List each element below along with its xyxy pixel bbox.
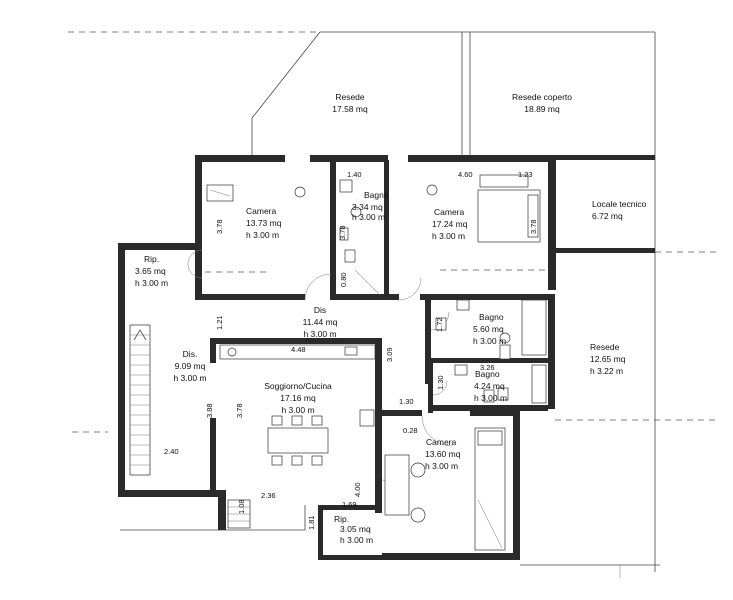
exterior-lines bbox=[68, 31, 720, 578]
room-name: Rip. bbox=[334, 514, 349, 524]
room-name: Resede bbox=[335, 92, 365, 102]
room-area: 11.44 mq bbox=[303, 317, 338, 327]
room-height: h 3.00 m bbox=[473, 336, 506, 346]
walls bbox=[118, 155, 655, 560]
room-area: 5.60 mq bbox=[473, 324, 504, 334]
room-name: Bagno bbox=[364, 190, 389, 200]
room-area: 3.05 mq bbox=[340, 524, 371, 534]
room-name: Rip. bbox=[144, 254, 159, 264]
dimension: 3.78 bbox=[529, 219, 538, 234]
dimension: 2.36 bbox=[261, 491, 276, 500]
staircase bbox=[129, 324, 251, 529]
dimension: 2.40 bbox=[164, 447, 179, 456]
room-area: 17.16 mq bbox=[280, 393, 316, 403]
room-name: Camera bbox=[426, 437, 457, 447]
room-area: 6.72 mq bbox=[592, 211, 623, 221]
room-name: Dis. bbox=[183, 349, 198, 359]
room-height: h 3.00 m bbox=[281, 405, 314, 415]
room-area: 9.09 mq bbox=[175, 361, 206, 371]
room-area: 18.89 mq bbox=[524, 104, 560, 114]
dimension: 4.00 bbox=[353, 482, 362, 497]
room-name: Soggiorno/Cucina bbox=[264, 381, 332, 391]
room-height: h 3.22 m bbox=[590, 366, 623, 376]
dimension: 1.69 bbox=[342, 500, 357, 509]
room-area: 17.58 mq bbox=[332, 104, 368, 114]
room-name: Camera bbox=[434, 207, 465, 217]
room-area: 3.65 mq bbox=[135, 266, 166, 276]
room-height: h 3.00 m bbox=[135, 278, 168, 288]
furniture bbox=[205, 174, 548, 551]
dimension: 3.88 bbox=[205, 403, 214, 418]
dimension-labels: 1.40 4.60 1.23 3.78 3.78 3.78 0.80 1.21 … bbox=[164, 170, 538, 530]
dimension: 3.09 bbox=[385, 347, 394, 362]
dimension: 0.28 bbox=[403, 426, 418, 435]
dimension: 1.72 bbox=[435, 317, 444, 332]
room-name: Resede coperto bbox=[512, 92, 572, 102]
dimension: 1.30 bbox=[436, 375, 445, 390]
room-height: h 3.00 m bbox=[432, 231, 465, 241]
dimension: 1.23 bbox=[518, 170, 533, 179]
room-labels: Resede 17.58 mq Resede coperto 18.89 mq … bbox=[135, 92, 647, 545]
dimension: 4.48 bbox=[291, 345, 306, 354]
room-height: h 3.00 m bbox=[303, 329, 336, 339]
dimension: 1.30 bbox=[399, 397, 414, 406]
dimension: 1.81 bbox=[307, 515, 316, 530]
room-area: 3.34 mq bbox=[352, 202, 383, 212]
dimension: 3.78 bbox=[235, 403, 244, 418]
room-name: Camera bbox=[246, 206, 277, 216]
dimension: 3.78 bbox=[338, 225, 347, 240]
room-name: Bagno bbox=[475, 369, 500, 379]
room-name: Resede bbox=[590, 342, 620, 352]
dimension: 3.78 bbox=[215, 219, 224, 234]
room-name: Bagno bbox=[479, 312, 504, 322]
room-area: 13.73 mq bbox=[246, 218, 282, 228]
room-area: 12.65 mq bbox=[590, 354, 626, 364]
dimension: 0.80 bbox=[339, 272, 348, 287]
room-height: h 3.00 m bbox=[340, 535, 373, 545]
room-name: Locale tecnico bbox=[592, 199, 647, 209]
dimension: 4.60 bbox=[458, 170, 473, 179]
dimension: 1.08 bbox=[237, 499, 246, 514]
room-height: h 3.00 m bbox=[246, 230, 279, 240]
room-height: h 3.00 m bbox=[474, 393, 507, 403]
dimension: 1.40 bbox=[347, 170, 362, 179]
room-name: Dis bbox=[314, 305, 326, 315]
room-height: h 3.00 m bbox=[352, 212, 385, 222]
dimension: 3.26 bbox=[480, 363, 495, 372]
room-area: 4.24 mq bbox=[474, 381, 505, 391]
dimension: 1.21 bbox=[215, 315, 224, 330]
room-height: h 3.00 m bbox=[173, 373, 206, 383]
room-area: 17.24 mq bbox=[432, 219, 468, 229]
room-area: 13.60 mq bbox=[425, 449, 461, 459]
room-height: h 3.00 m bbox=[425, 461, 458, 471]
